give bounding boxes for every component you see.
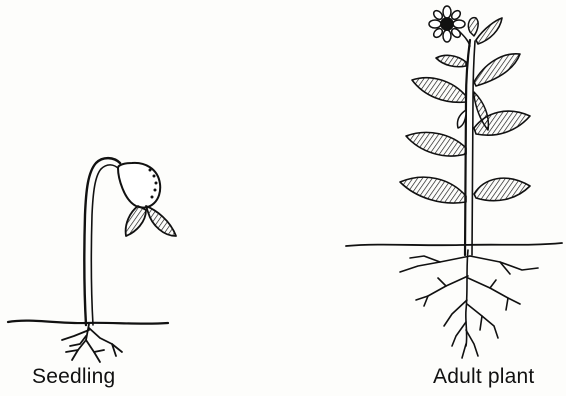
leaf-mid-left <box>406 132 466 156</box>
adult-roots <box>400 250 538 358</box>
leaf-upper-right <box>474 54 520 86</box>
flower <box>429 6 470 46</box>
leaf-top-right <box>476 18 502 44</box>
seedling-leaf-left <box>126 206 146 236</box>
seedling-ground-line <box>8 321 168 324</box>
seedling-stem <box>84 158 120 325</box>
leaf-upper-left <box>412 78 466 103</box>
adult-ground-line <box>346 243 562 246</box>
adult-plant-label: Adult plant <box>433 365 534 389</box>
leaf-low-right <box>474 178 530 201</box>
seedling-roots <box>62 324 122 362</box>
seedling-label: Seedling <box>32 365 115 389</box>
leaf-low-left <box>400 177 466 203</box>
seedling-figure <box>8 158 176 362</box>
adult-plant-figure <box>346 6 562 358</box>
flower-bud <box>468 18 478 36</box>
seed-cotyledon <box>118 163 160 208</box>
seedling-leaf-right <box>146 206 176 236</box>
leaf-top-left <box>436 55 466 66</box>
